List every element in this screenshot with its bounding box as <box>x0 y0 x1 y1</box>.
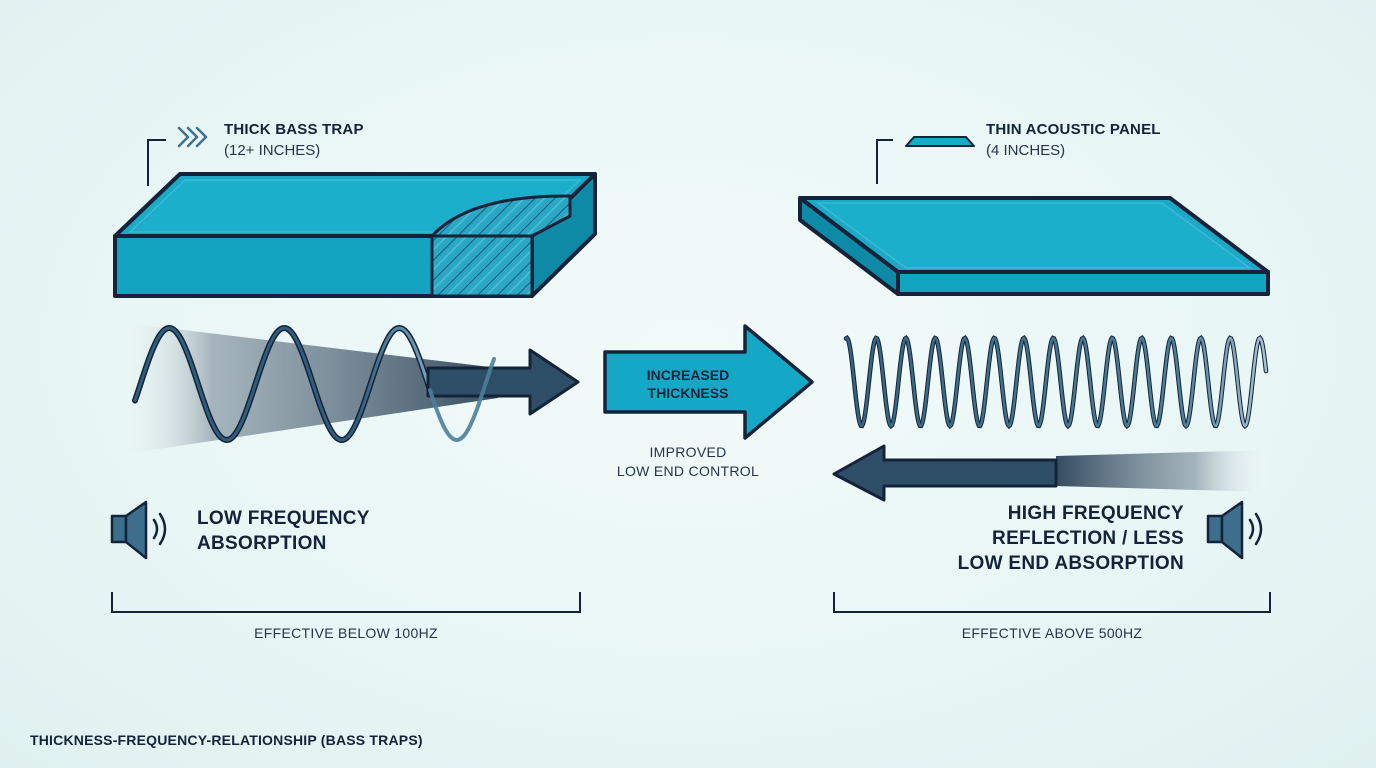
footer-caption: THICKNESS-FREQUENCY-RELATIONSHIP (BASS T… <box>30 732 423 748</box>
arrow-label-line2: THICKNESS <box>647 385 729 401</box>
thick-bass-trap <box>113 172 597 298</box>
increased-thickness-arrow <box>603 324 814 440</box>
arrow-label-line1: INCREASED <box>646 367 730 383</box>
thick-leader-line <box>147 139 166 186</box>
reflection-arrow <box>832 444 1270 502</box>
middle-caption-line2: LOW END CONTROL <box>616 463 760 479</box>
high-frequency-line1: HIGH FREQUENCY <box>1007 503 1184 524</box>
low-frequency-wave <box>118 322 580 455</box>
low-range-bracket <box>111 592 581 613</box>
thin-acoustic-panel <box>798 196 1270 296</box>
arrow-label: INCREASED THICKNESS <box>605 366 771 402</box>
speaker-icon <box>1206 500 1263 560</box>
middle-caption-line1: IMPROVED <box>649 444 727 460</box>
thin-panel-title: THIN ACOUSTIC PANEL <box>986 121 1161 138</box>
high-frequency-wave <box>843 335 1269 430</box>
high-frequency-label: HIGH FREQUENCY REFLECTION / LESS LOW END… <box>880 501 1184 576</box>
high-range-bracket <box>833 592 1271 613</box>
speaker-icon <box>110 500 167 560</box>
high-range-label: EFFECTIVE ABOVE 500HZ <box>961 625 1143 641</box>
middle-caption: IMPROVED LOW END CONTROL <box>588 443 788 481</box>
high-frequency-line3: LOW END ABSORPTION <box>957 553 1184 574</box>
low-range-label: EFFECTIVE BELOW 100HZ <box>254 625 438 641</box>
thick-trap-title: THICK BASS TRAP <box>224 121 364 138</box>
low-frequency-line2: ABSORPTION <box>197 533 327 554</box>
low-frequency-line1: LOW FREQUENCY <box>197 508 370 529</box>
low-frequency-label: LOW FREQUENCY ABSORPTION <box>197 506 370 556</box>
high-frequency-line2: REFLECTION / LESS <box>992 528 1184 549</box>
double-chevron-icon <box>177 126 208 148</box>
thin-panel-size: (4 INCHES) <box>986 142 1066 159</box>
thin-panel-icon <box>905 136 975 147</box>
thick-trap-size: (12+ INCHES) <box>224 142 321 159</box>
thin-leader-line <box>876 139 893 184</box>
